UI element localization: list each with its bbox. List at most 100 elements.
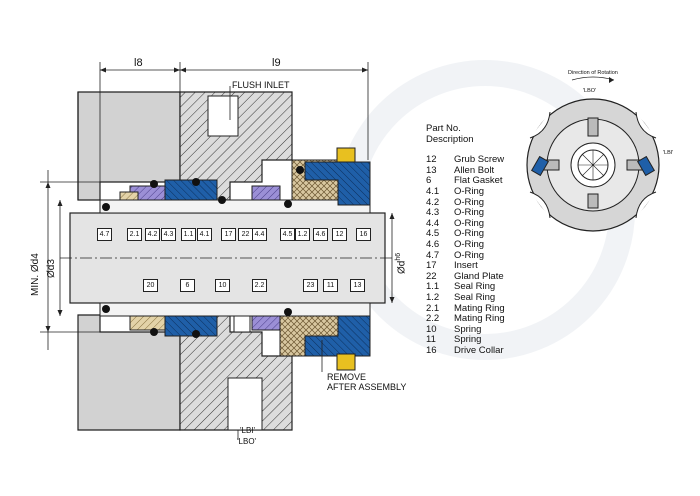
legend-part-description: Allen Bolt [454, 164, 495, 176]
legend-row: 2.1 Mating Ring [426, 302, 505, 315]
legend-part-description: Drive Collar [454, 344, 504, 356]
legend-part-number: 12 [426, 154, 437, 166]
legend-part-description: O-Ring [454, 249, 485, 261]
legend-part-description: Seal Ring [454, 281, 496, 293]
part-tag: 4.1 [197, 228, 212, 241]
legend-part-description: O-Ring [454, 238, 485, 250]
sleeve-bottom [99, 302, 371, 317]
legend-row: 4.5 O-Ring [426, 229, 505, 240]
part-tag: 4.2 [145, 228, 160, 241]
gland-plate-bottom [179, 311, 293, 431]
dimension-lines [40, 62, 393, 440]
dim-d: Ødh6 [395, 253, 407, 274]
part-tag: 2.2 [252, 279, 267, 292]
legend-part-number: 1.1 [426, 281, 440, 293]
lbo-label: 'LBO' [237, 437, 257, 446]
mating-ring-bottom [129, 315, 166, 331]
drive-collar-top [304, 161, 371, 206]
part-tag: 16 [356, 228, 371, 241]
legend-row: 4.7 O-Ring [426, 249, 505, 262]
arrowheads [45, 67, 395, 332]
legend-part-number: 16 [426, 344, 437, 356]
legend-part-number: 2.2 [426, 313, 440, 325]
dim-d-tolerance: h6 [395, 252, 402, 261]
part-tag: 20 [143, 279, 158, 292]
remove-label: REMOVE [327, 372, 367, 382]
legend-part-description: O-Ring [454, 185, 485, 197]
legend-title-description: Description [426, 133, 474, 145]
legend-part-description: O-Ring [454, 196, 485, 208]
insert-top [119, 191, 139, 201]
o-rings [102, 166, 304, 338]
legend-part-description: Mating Ring [454, 302, 505, 314]
part-tag: 10 [215, 279, 230, 292]
legend-part-number: 4.4 [426, 217, 440, 229]
flush-inlet-label: FLUSH INLET [232, 80, 290, 90]
end-view-lbo-label: 'LBO' [583, 88, 597, 94]
part-tag: 4.3 [161, 228, 176, 241]
part-tag: 6 [180, 279, 195, 292]
part-tag: 13 [350, 279, 365, 292]
legend-part-description: Mating Ring [454, 313, 505, 325]
dim-l9: l9 [272, 57, 281, 69]
part-tag: 4.4 [252, 228, 267, 241]
legend-part-number: 2.1 [426, 302, 440, 314]
legend-row: 17 Insert [426, 261, 505, 272]
legend-part-number: 4.6 [426, 238, 440, 250]
legend-part-number: 4.1 [426, 185, 440, 197]
part-tag: 12 [332, 228, 347, 241]
end-view-lbi-label: 'LBI' [663, 150, 674, 156]
legend-row: 4.1 O-Ring [426, 185, 505, 198]
legend-part-number: 6 [426, 175, 432, 187]
legend-part-description: O-Ring [454, 228, 485, 240]
part-tag: 23 [303, 279, 318, 292]
legend-part-description: Spring [454, 334, 482, 346]
seal-ring-top [164, 179, 218, 201]
dim-l8: l8 [134, 57, 143, 69]
legend-row: 22 Gland Plate [426, 270, 505, 283]
legend-part-number: 4.2 [426, 196, 440, 208]
legend-row: 1.2 Seal Ring [426, 291, 505, 304]
legend-part-description: Seal Ring [454, 291, 496, 303]
legend-part-number: 17 [426, 260, 437, 272]
legend-row: 10 Spring [426, 323, 505, 336]
legend-row: 16 Drive Collar [426, 344, 505, 357]
part-tag: 4.5 [280, 228, 295, 241]
gland-plate-top [179, 91, 293, 201]
seal-ring-bottom [164, 315, 218, 337]
part-tag: 2.1 [127, 228, 142, 241]
grub-screw-top [336, 147, 356, 163]
legend-part-description: Spring [454, 323, 482, 335]
drive-collar-bottom [304, 315, 371, 357]
legend-row: 2.2 Mating Ring [426, 313, 505, 325]
spring-top [251, 185, 281, 201]
legend-part-description: Gland Plate [454, 270, 504, 282]
part-tag: 4.7 [97, 228, 112, 241]
part-tag: 1.2 [295, 228, 310, 241]
spring-bottom [251, 315, 281, 331]
legend-part-number: 4.7 [426, 249, 440, 261]
legend-part-number: 4.5 [426, 228, 440, 240]
dim-d3: Ød3 [46, 259, 57, 278]
legend-row: 1.1 Seal Ring [426, 282, 505, 293]
legend-part-number: 1.2 [426, 291, 440, 303]
part-tag: 1.1 [181, 228, 196, 241]
part-tag: 22 [238, 228, 253, 241]
legend-part-description: O-Ring [454, 207, 485, 219]
legend-row: 4.6 O-Ring [426, 238, 505, 251]
part-tag: 17 [221, 228, 236, 241]
legend-part-number: 22 [426, 270, 437, 282]
end-view [526, 76, 660, 232]
rotation-label: Direction of Rotation [568, 70, 618, 76]
legend-part-number: 10 [426, 323, 437, 335]
legend-part-description: Insert [454, 260, 478, 272]
